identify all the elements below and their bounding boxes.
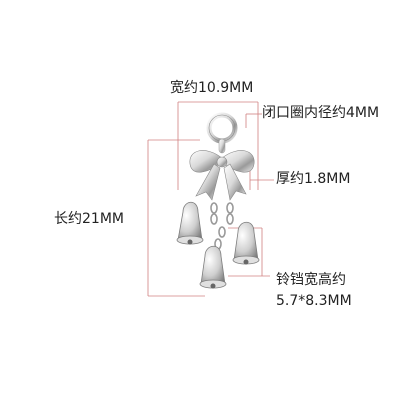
- thickness-label: 厚约1.8MM: [276, 171, 351, 187]
- length-guide: [147, 139, 205, 297]
- silver-bell-charm-icon: [176, 112, 260, 289]
- width-guide: [177, 101, 259, 190]
- length-label: 长约21MM: [54, 211, 124, 227]
- ring-guide: [245, 113, 262, 128]
- thickness-guide: [249, 170, 274, 190]
- bell-size-value: 5.7*8.3MM: [276, 293, 352, 309]
- bell-size-label: 铃铛宽高约: [276, 272, 346, 288]
- ring-diameter-label: 闭口圈内径约4MM: [262, 105, 380, 121]
- width-label: 宽约10.9MM: [170, 80, 254, 96]
